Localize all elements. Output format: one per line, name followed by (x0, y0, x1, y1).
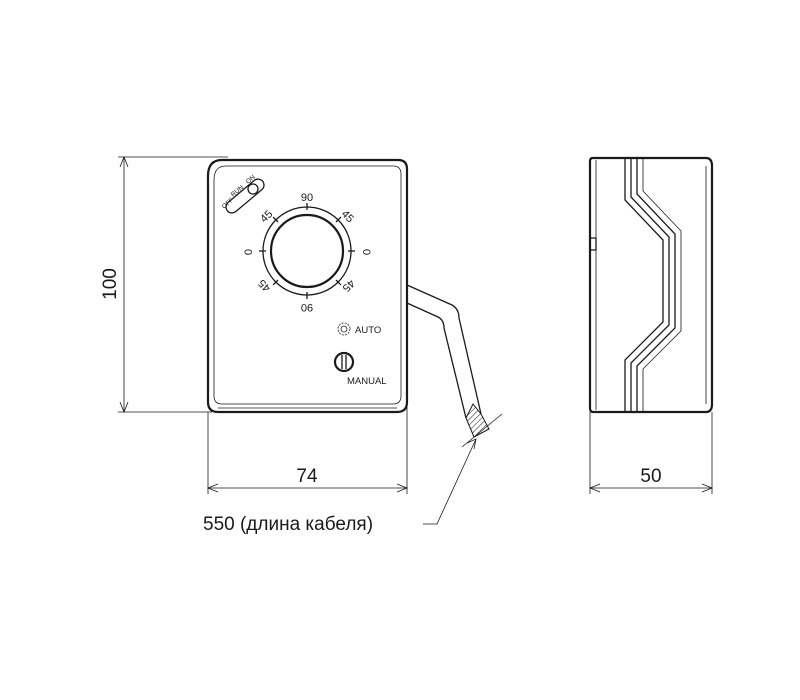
cable-lower-edge (406, 302, 467, 419)
dial-ticks (259, 203, 355, 299)
manual-screw[interactable]: MANUAL (333, 351, 387, 387)
cable-upper-edge (406, 284, 482, 415)
slide-switch-knob (247, 183, 259, 195)
width-dimension-label: 74 (296, 466, 318, 487)
cable-break-line (461, 413, 503, 448)
switch-on-label: ON (245, 174, 257, 186)
auto-label: AUTO (355, 325, 381, 336)
cable (406, 284, 503, 448)
manual-screw-head (333, 351, 355, 373)
dial-label-top: 90 (301, 192, 313, 204)
dimension-cable: 550 (длина кабеля) (203, 438, 477, 535)
dial-tick (335, 216, 342, 223)
auto-icon-outer (337, 322, 351, 336)
dimension-width: 74 (206, 400, 409, 494)
auto-icon-inner (340, 325, 348, 333)
front-housing-bevel (213, 165, 402, 405)
side-groove-2 (630, 158, 670, 412)
dial-label-right: 0 (360, 249, 372, 255)
slide-switch-track (225, 178, 265, 214)
temperature-dial[interactable]: 90 90 45 45 45 45 0 0 (243, 192, 372, 313)
side-view (588, 156, 714, 414)
side-groove-1 (624, 158, 664, 412)
dial-tick (272, 216, 279, 223)
dial-tick (335, 279, 342, 286)
side-housing-outline (588, 156, 714, 414)
cable-cut-hatch (465, 403, 490, 438)
dimension-height: 100 (100, 155, 228, 414)
depth-dimension-label: 50 (640, 466, 661, 487)
height-dimension-label: 100 (100, 268, 121, 300)
auto-indicator: AUTO (337, 322, 381, 336)
manual-label: MANUAL (347, 376, 387, 387)
side-groove-3 (636, 158, 676, 412)
dial-label-lower-left: 45 (256, 277, 273, 294)
side-groove-4 (642, 158, 682, 412)
front-housing-outline (206, 158, 409, 414)
dial-label-left: 0 (243, 249, 255, 255)
front-view: OFF RUN ON 90 90 45 45 45 45 0 0 AUTO (206, 158, 503, 448)
dial-tick (272, 279, 279, 286)
dimension-depth: 50 (588, 412, 714, 494)
switch-run-label: RUN (230, 184, 246, 199)
side-notch (590, 237, 597, 251)
dial-label-bottom: 90 (301, 301, 313, 313)
mode-slide-switch[interactable]: OFF RUN ON (221, 174, 267, 216)
dial-knob (269, 213, 345, 289)
dial-label-lower-right: 45 (340, 277, 357, 294)
cable-length-label: 550 (длина кабеля) (203, 514, 373, 535)
